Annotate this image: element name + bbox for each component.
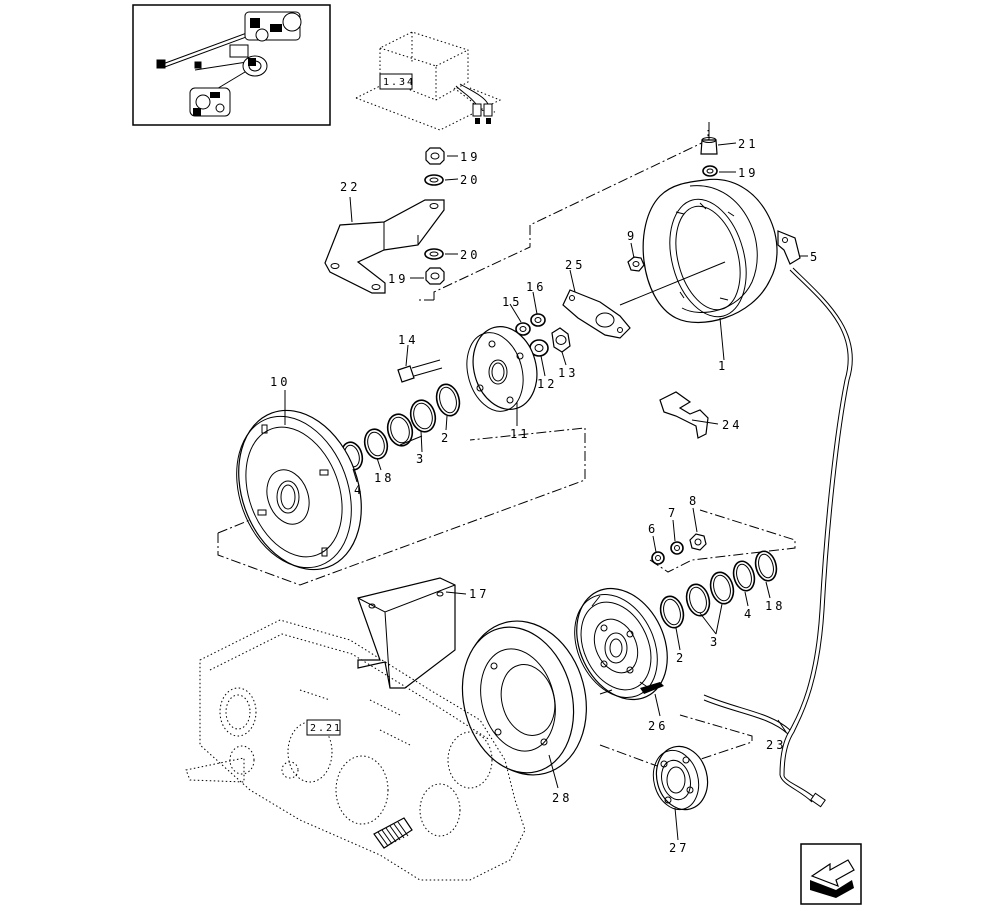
- ring-part-2-right[interactable]: [657, 594, 687, 631]
- label-part-23: 23: [766, 738, 786, 752]
- label-part-19a: 19: [460, 150, 480, 164]
- ring-part-4-right[interactable]: [730, 559, 757, 593]
- clutch-coil-part-1[interactable]: [642, 178, 778, 325]
- label-part-3a: 3: [416, 452, 426, 466]
- assembly-connector-lines: [217, 130, 796, 771]
- nut-part-9[interactable]: [627, 256, 645, 272]
- pulley-plate-part-10[interactable]: [217, 393, 383, 587]
- label-part-19c: 19: [738, 166, 758, 180]
- leader-lines: [284, 142, 808, 841]
- label-part-16: 16: [526, 280, 546, 294]
- label-part-9: 9: [627, 229, 637, 243]
- label-part-2b: 2: [676, 651, 686, 665]
- label-part-6: 6: [648, 522, 658, 536]
- electrical-module: [355, 31, 502, 131]
- label-part-24: 24: [722, 418, 742, 432]
- ref-box-top-module[interactable]: 1.34: [379, 73, 415, 90]
- label-part-18a: 18: [374, 471, 394, 485]
- bolt-part-14[interactable]: [397, 359, 443, 383]
- label-part-18b: 18: [765, 599, 785, 613]
- washer-part-7[interactable]: [670, 541, 684, 555]
- washer-20-lower[interactable]: [424, 248, 444, 260]
- label-part-1: 1: [718, 359, 728, 373]
- nut-part-13[interactable]: [551, 327, 571, 353]
- assembly-axis-line: [619, 261, 726, 306]
- label-part-4a: 4: [354, 483, 364, 497]
- label-part-27: 27: [669, 841, 689, 855]
- nut-19-upper[interactable]: [425, 147, 445, 165]
- guard-part-17[interactable]: [357, 577, 456, 689]
- bracket-part-24[interactable]: [659, 391, 709, 439]
- label-part-11: 11: [510, 427, 530, 441]
- plate-part-25[interactable]: [562, 289, 631, 339]
- label-part-5: 5: [810, 250, 820, 264]
- label-part-13: 13: [558, 366, 578, 380]
- label-part-7: 7: [668, 506, 678, 520]
- nut-19-right[interactable]: [702, 165, 718, 177]
- label-part-25: 25: [565, 258, 585, 272]
- part-labels: 19 20 20 19 22 21 19 9 5 1 25 15 16 12 1…: [270, 137, 820, 855]
- label-part-8: 8: [689, 494, 699, 508]
- label-part-15: 15: [502, 295, 522, 309]
- clutch-disc-part-26[interactable]: [559, 574, 685, 715]
- label-part-17: 17: [469, 587, 489, 601]
- label-part-3b: 3: [710, 635, 720, 649]
- label-part-20a: 20: [460, 173, 480, 187]
- back-arrow-icon[interactable]: [800, 843, 862, 905]
- wire-harness-part-23[interactable]: [703, 267, 853, 808]
- ref-label-top-module: 1.34: [383, 77, 415, 88]
- label-part-4b: 4: [744, 607, 754, 621]
- bracket-part-22[interactable]: [324, 199, 445, 294]
- label-part-28: 28: [552, 791, 572, 805]
- ring-part-3-left-a[interactable]: [407, 397, 438, 434]
- nut-part-8[interactable]: [689, 533, 707, 551]
- washer-part-6[interactable]: [651, 551, 665, 565]
- label-part-21: 21: [738, 137, 758, 151]
- label-part-22: 22: [340, 180, 360, 194]
- clip-part-5[interactable]: [777, 230, 801, 265]
- label-part-2a: 2: [441, 431, 451, 445]
- pulley-part-28[interactable]: [447, 607, 603, 789]
- label-part-26: 26: [648, 719, 668, 733]
- nut-19-lower[interactable]: [425, 267, 445, 285]
- ring-part-2-left[interactable]: [433, 382, 463, 419]
- label-part-10: 10: [270, 375, 290, 389]
- label-part-20b: 20: [460, 248, 480, 262]
- label-part-19b: 19: [388, 272, 408, 286]
- input-shaft: [373, 817, 413, 849]
- washer-part-16[interactable]: [530, 313, 546, 327]
- bearing-part-27[interactable]: [647, 741, 714, 816]
- washer-20-upper[interactable]: [424, 174, 444, 186]
- ring-part-18-right[interactable]: [752, 549, 779, 583]
- hub-part-11[interactable]: [459, 319, 546, 417]
- ring-part-3-right-a[interactable]: [707, 570, 737, 607]
- assembly-thumbnail[interactable]: [132, 4, 331, 126]
- washer-part-15[interactable]: [515, 322, 531, 336]
- gearbox-housing: [185, 619, 526, 881]
- ring-part-18-left[interactable]: [361, 427, 390, 462]
- ref-box-gearbox[interactable]: 2.21: [306, 719, 342, 736]
- ring-part-3-right-b[interactable]: [683, 582, 713, 619]
- stud-21[interactable]: [700, 122, 718, 155]
- label-part-12: 12: [537, 377, 557, 391]
- label-part-14: 14: [398, 333, 418, 347]
- ref-label-gearbox: 2.21: [310, 723, 342, 734]
- ring-part-3-left-b[interactable]: [384, 411, 415, 448]
